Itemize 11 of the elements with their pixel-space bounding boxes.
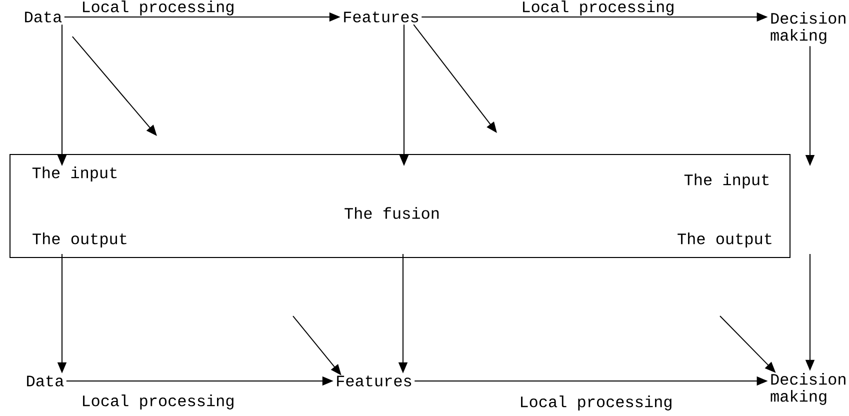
fusion-box: The input The input The fusion The output The output (10, 154, 790, 258)
node-label: Features (344, 12, 418, 22)
edge-label: Local processing (80, 0, 236, 16)
node-label: Decision making (770, 12, 846, 44)
node-label: Data (27, 376, 64, 386)
node-label: Decision making (770, 373, 846, 405)
node-label: Features (337, 376, 412, 386)
node-label: Data (25, 12, 62, 22)
edge-label: Local processing (80, 394, 236, 410)
edge-label: Local processing (520, 0, 676, 16)
edge-label: Local processing (518, 394, 674, 412)
